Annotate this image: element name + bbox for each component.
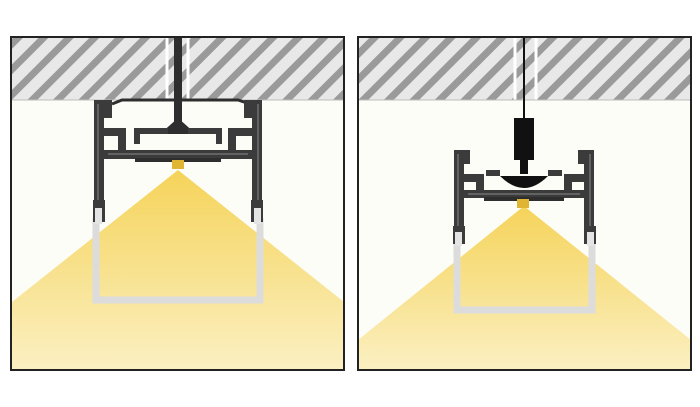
led-chip: [172, 160, 184, 169]
cable-gripper: [514, 118, 534, 160]
diffuser-tab-left: [95, 208, 102, 224]
diffuser-tab-right: [254, 208, 261, 224]
diffuser-tab-left: [455, 232, 462, 246]
mounting-stem: [174, 37, 182, 127]
mounting-fork: [160, 118, 196, 134]
panel-suspended: [358, 37, 691, 370]
diffuser-tab-right: [587, 232, 594, 246]
cable-dome-mount: [500, 176, 548, 188]
light-beam: [12, 170, 344, 370]
panel-frame: [357, 36, 692, 371]
panel-frame: [10, 36, 345, 371]
cable-gripper-neck: [520, 160, 528, 174]
led-chip: [517, 199, 529, 208]
profile-highlight: [457, 154, 591, 226]
diffuser-cover: [453, 232, 596, 314]
light-beam: [358, 206, 691, 370]
panel-surface-mount: [11, 37, 344, 370]
diffuser-cover: [92, 218, 264, 304]
profile-highlight: [97, 104, 259, 214]
